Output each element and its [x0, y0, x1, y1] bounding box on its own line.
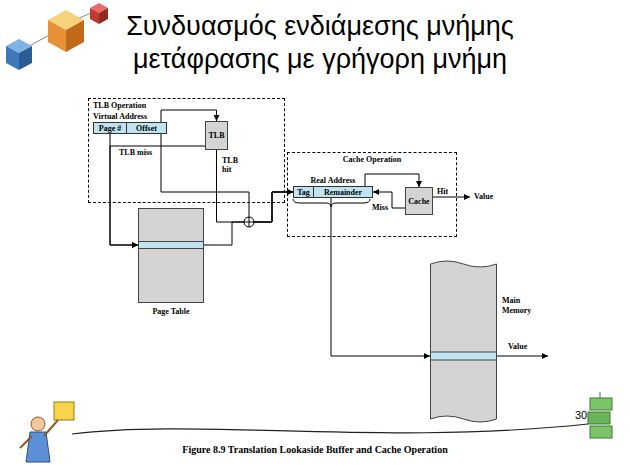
hit-output-arrow — [431, 197, 470, 198]
cube-face — [66, 20, 84, 52]
offset-field: Offset — [126, 123, 166, 133]
cube-face — [99, 8, 108, 24]
cube-face — [19, 46, 32, 70]
green-block — [588, 412, 610, 424]
person-clipart — [20, 402, 74, 462]
edge-label: Miss — [371, 203, 389, 212]
value-label: Value — [473, 192, 494, 201]
cube-face — [90, 8, 99, 24]
box-label: TLB — [208, 131, 224, 140]
blocks-clipart — [588, 392, 612, 438]
connector — [217, 150, 294, 222]
address-field-frame: Tag Remainder — [293, 186, 373, 198]
cube-face — [6, 46, 19, 70]
person-head — [31, 417, 45, 431]
cube-clipart — [6, 3, 108, 70]
tag-field: Tag — [294, 187, 313, 197]
cache-operation-region: Cache OperationReal AddressTag RemainderC… — [287, 152, 457, 237]
memory-output-arrow — [497, 356, 548, 357]
virtual-address: Virtual AddressPage # Offset — [93, 112, 167, 134]
remainder-field: Remainder — [313, 187, 372, 197]
slide-title: Συνδυασμός ενδιάμεσης μνήμης μετάφρασης … — [105, 10, 535, 76]
green-block — [590, 426, 612, 438]
connector — [365, 174, 419, 187]
cache-box: Cache — [405, 187, 433, 215]
adder-plus — [249, 217, 250, 227]
adder-symbol — [244, 217, 254, 227]
figure-caption: Figure 8.9 Translation Lookaside Buffer … — [60, 444, 570, 456]
address-label: Virtual Address — [93, 112, 167, 122]
field-label: Tag — [297, 188, 310, 197]
memory-shape — [430, 258, 497, 425]
memory-outline — [430, 258, 497, 425]
value-label: Value — [507, 342, 528, 351]
edge-label: TLB miss — [118, 148, 153, 157]
edge-label: TLB hit — [221, 156, 245, 174]
main-memory: Main Memory — [430, 258, 497, 425]
connector — [331, 198, 430, 356]
person-arms — [20, 420, 58, 448]
person-body — [26, 432, 50, 462]
address-field-frame: Page # Offset — [93, 122, 167, 134]
address-label: Real Address — [293, 176, 373, 186]
region-label: Cache Operation — [292, 155, 452, 164]
real-address: Real AddressTag Remainder — [293, 176, 373, 198]
field-label: Page # — [99, 124, 121, 133]
carried-box — [54, 402, 74, 420]
block-stem — [600, 392, 601, 398]
hit-label: Hit — [436, 187, 449, 196]
page-number-field: Page # — [94, 123, 126, 133]
field-label: Remainder — [324, 188, 362, 197]
field-label: Offset — [136, 124, 157, 133]
page-table-entry — [139, 241, 203, 249]
adder-circle — [244, 217, 254, 227]
green-block — [590, 398, 612, 410]
tlb-box: TLB — [205, 121, 228, 150]
memory-entry — [431, 352, 497, 360]
memory-label: Main Memory — [502, 296, 544, 316]
page-table: Page Table — [138, 208, 204, 303]
table-label: Page Table — [128, 307, 214, 316]
box-label: Cache — [408, 197, 429, 206]
cube-face — [48, 20, 66, 52]
memory-body — [431, 261, 497, 422]
swoosh-line — [72, 424, 588, 434]
page-table-shape — [138, 208, 204, 303]
region-label: TLB Operation — [93, 101, 280, 110]
page-number: 30 — [574, 409, 588, 421]
